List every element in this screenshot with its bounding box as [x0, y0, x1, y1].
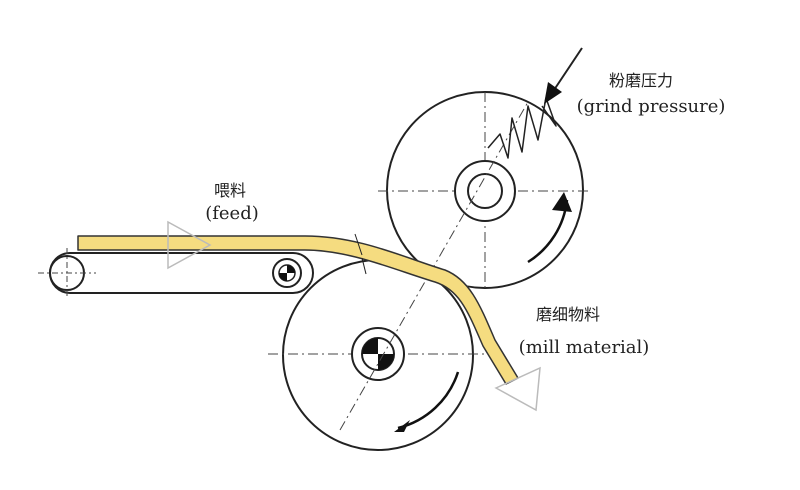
discharge-direction-arrow: [494, 366, 541, 412]
lower-roller-arrowhead: [394, 420, 410, 432]
pressure-arrowhead: [544, 82, 562, 104]
feed-label-en: (feed): [205, 203, 259, 224]
lower-roller: [268, 259, 488, 451]
lower-roller-hub-quarter-2: [362, 338, 378, 354]
right-pulley-hub-mark-2: [279, 273, 287, 281]
nip-tick-2: [361, 257, 367, 275]
feed-direction-arrow: [167, 220, 212, 270]
upper-roller-hub: [467, 173, 503, 209]
right-pulley-hub-mark: [287, 265, 295, 273]
material-label-zh: 磨细物料: [536, 305, 600, 324]
pressure-label-en: (grind pressure): [577, 96, 726, 117]
upper-roller-arrowhead: [552, 192, 572, 212]
pressure-label-zh: 粉磨压力: [609, 71, 673, 90]
pressure-spring: [487, 47, 583, 159]
conveyor-belt: [38, 248, 314, 298]
pressure-arrow-shaft: [553, 47, 583, 91]
material-label-en: (mill material): [519, 337, 650, 358]
upper-roller: [378, 91, 592, 290]
lower-roller-hub-quarter-1: [378, 354, 394, 370]
spring-coil: [487, 97, 557, 159]
nip-tick-1: [354, 233, 363, 256]
feed-label-zh: 喂料: [214, 181, 246, 200]
